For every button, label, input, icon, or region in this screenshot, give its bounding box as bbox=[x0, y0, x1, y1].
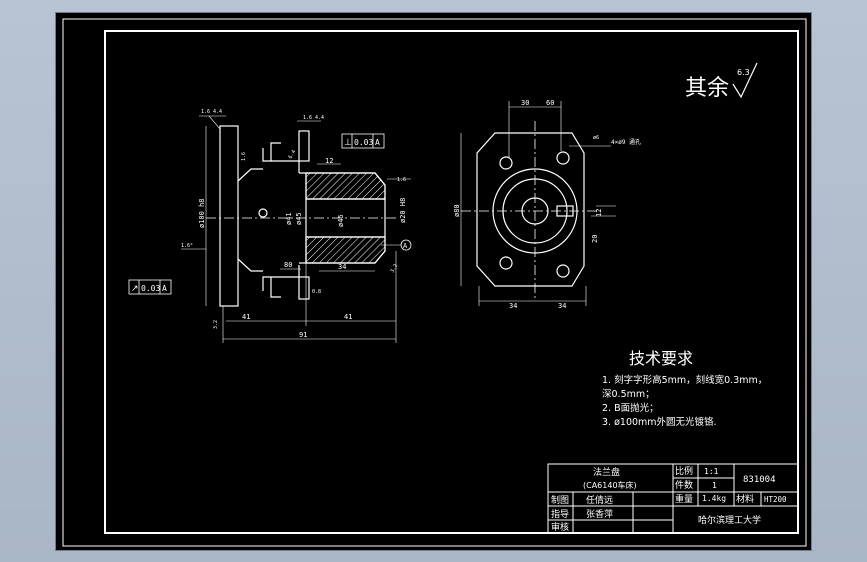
dim-pos-left: 1.6 bbox=[241, 152, 247, 161]
front-view bbox=[181, 115, 412, 343]
tb-drawn-by: 任倩远 bbox=[586, 494, 613, 506]
dim-small-box: 1.6 4.4 bbox=[303, 115, 324, 121]
tb-scale-label: 比例 bbox=[675, 465, 693, 477]
dim-tol-top: 1.6 4.4 bbox=[201, 109, 222, 115]
runout-icon: ↗ bbox=[131, 284, 139, 294]
dim-width-top: 30 bbox=[521, 99, 529, 107]
cad-viewport[interactable]: 其余 6.3 bbox=[55, 12, 812, 551]
dim-len41b: 41 bbox=[344, 313, 352, 321]
tech-item-3: 3. ø100mm外圆无光镀铬. bbox=[602, 416, 717, 428]
dim-len34b: 34 bbox=[558, 302, 566, 310]
dim-len91: 91 bbox=[299, 331, 307, 339]
tech-item-1: 1. 刻字字形高5mm，刻线宽0.3mm， bbox=[602, 374, 767, 386]
side-view-dims: 30 60 4×ø9 通孔 ø80 34 34 12 20 ø6 bbox=[453, 99, 641, 310]
dim-len34: 34 bbox=[338, 263, 346, 271]
tb-check-label: 审核 bbox=[551, 521, 569, 533]
tb-drawing-no: 831004 bbox=[743, 475, 776, 485]
dim-len80: 80 bbox=[284, 261, 292, 269]
tb-qty-value: 1 bbox=[712, 481, 717, 490]
roughness-symbol-icon bbox=[732, 62, 758, 99]
title-block-text: 法兰盘 (CA6140车床) 比例 1:1 件数 1 831004 重量 1.4… bbox=[551, 465, 787, 533]
tb-weight-label: 重量 bbox=[675, 493, 693, 505]
perpendicularity-icon: ⊥ bbox=[344, 138, 352, 148]
front-view-dims: 1.6 4.4 1.6 4.4 ø100 h8 ø41 ø45 ø45 ø20 … bbox=[181, 109, 408, 339]
tb-material-value: HT200 bbox=[764, 495, 787, 504]
tb-weight-value: 1.4kg bbox=[702, 494, 726, 503]
title-block bbox=[547, 463, 799, 534]
dim-len34a: 34 bbox=[509, 302, 517, 310]
tb-drawn-label: 制图 bbox=[551, 494, 569, 506]
dim-phi100: ø100 h8 bbox=[198, 198, 206, 228]
dim-phi45: ø45 bbox=[295, 212, 303, 225]
dim-h12: 12 bbox=[595, 209, 603, 217]
ra-d: 3.2 bbox=[390, 263, 400, 274]
fcf-perp-value: 0.03 bbox=[354, 138, 373, 147]
dim-pos-bottom: 0.8 bbox=[312, 289, 321, 295]
tb-material-label: 材料 bbox=[736, 493, 754, 505]
fcf-runout-value: 0.03 bbox=[141, 284, 160, 293]
roughness-value: 6.3 bbox=[737, 68, 750, 77]
tb-machine: (CA6140车床) bbox=[583, 480, 637, 490]
tb-guide-label: 指导 bbox=[551, 508, 569, 520]
tb-part-name: 法兰盘 bbox=[593, 466, 620, 478]
dim-angle: 1.6° bbox=[181, 243, 193, 249]
datum-A: A bbox=[403, 242, 408, 250]
dim-pt-a: ø6 bbox=[593, 135, 599, 141]
dim-len41a: 41 bbox=[242, 313, 250, 321]
engineering-drawing: 其余 6.3 bbox=[62, 18, 807, 547]
fcf-perp-datum: A bbox=[375, 138, 380, 147]
roughness-prefix: 其余 bbox=[685, 76, 729, 101]
fcf-runout-datum: A bbox=[162, 284, 167, 293]
dim-phi80: ø80 bbox=[453, 204, 461, 217]
tech-item-2: 2. B面抛光； bbox=[602, 402, 659, 414]
dim-phi45b: ø45 bbox=[337, 214, 345, 227]
ra-b: 6.4 bbox=[288, 149, 298, 160]
fcf-perpendicularity: ⊥ 0.03 A bbox=[341, 133, 385, 149]
dim-holes: 4×ø9 通孔 bbox=[611, 138, 641, 146]
tech-item-1b: 深0.5mm； bbox=[602, 389, 655, 400]
ra-a: 3.2 bbox=[213, 320, 219, 329]
side-view bbox=[460, 101, 616, 306]
drawing-frame bbox=[62, 18, 807, 547]
dim-width-total: 60 bbox=[546, 99, 554, 107]
dim-len12: 12 bbox=[325, 157, 333, 165]
dim-phi41: ø41 bbox=[285, 212, 293, 225]
tech-title: 技术要求 bbox=[629, 349, 693, 368]
tb-guide-by: 张香萍 bbox=[586, 509, 613, 520]
fcf-runout: ↗ 0.03 A bbox=[128, 279, 172, 295]
tb-qty-label: 件数 bbox=[675, 479, 693, 491]
dim-phi20: ø20 H8 bbox=[399, 198, 407, 223]
tech-requirements: 技术要求 1. 刻字字形高5mm，刻线宽0.3mm， 深0.5mm； 2. B面… bbox=[602, 349, 767, 428]
tb-school: 哈尔滨理工大学 bbox=[698, 514, 761, 526]
ra-c: 1.6 bbox=[397, 177, 406, 183]
tb-scale-value: 1:1 bbox=[704, 467, 719, 476]
roughness-note: 其余 6.3 bbox=[685, 62, 758, 101]
dim-h20: 20 bbox=[591, 235, 599, 243]
